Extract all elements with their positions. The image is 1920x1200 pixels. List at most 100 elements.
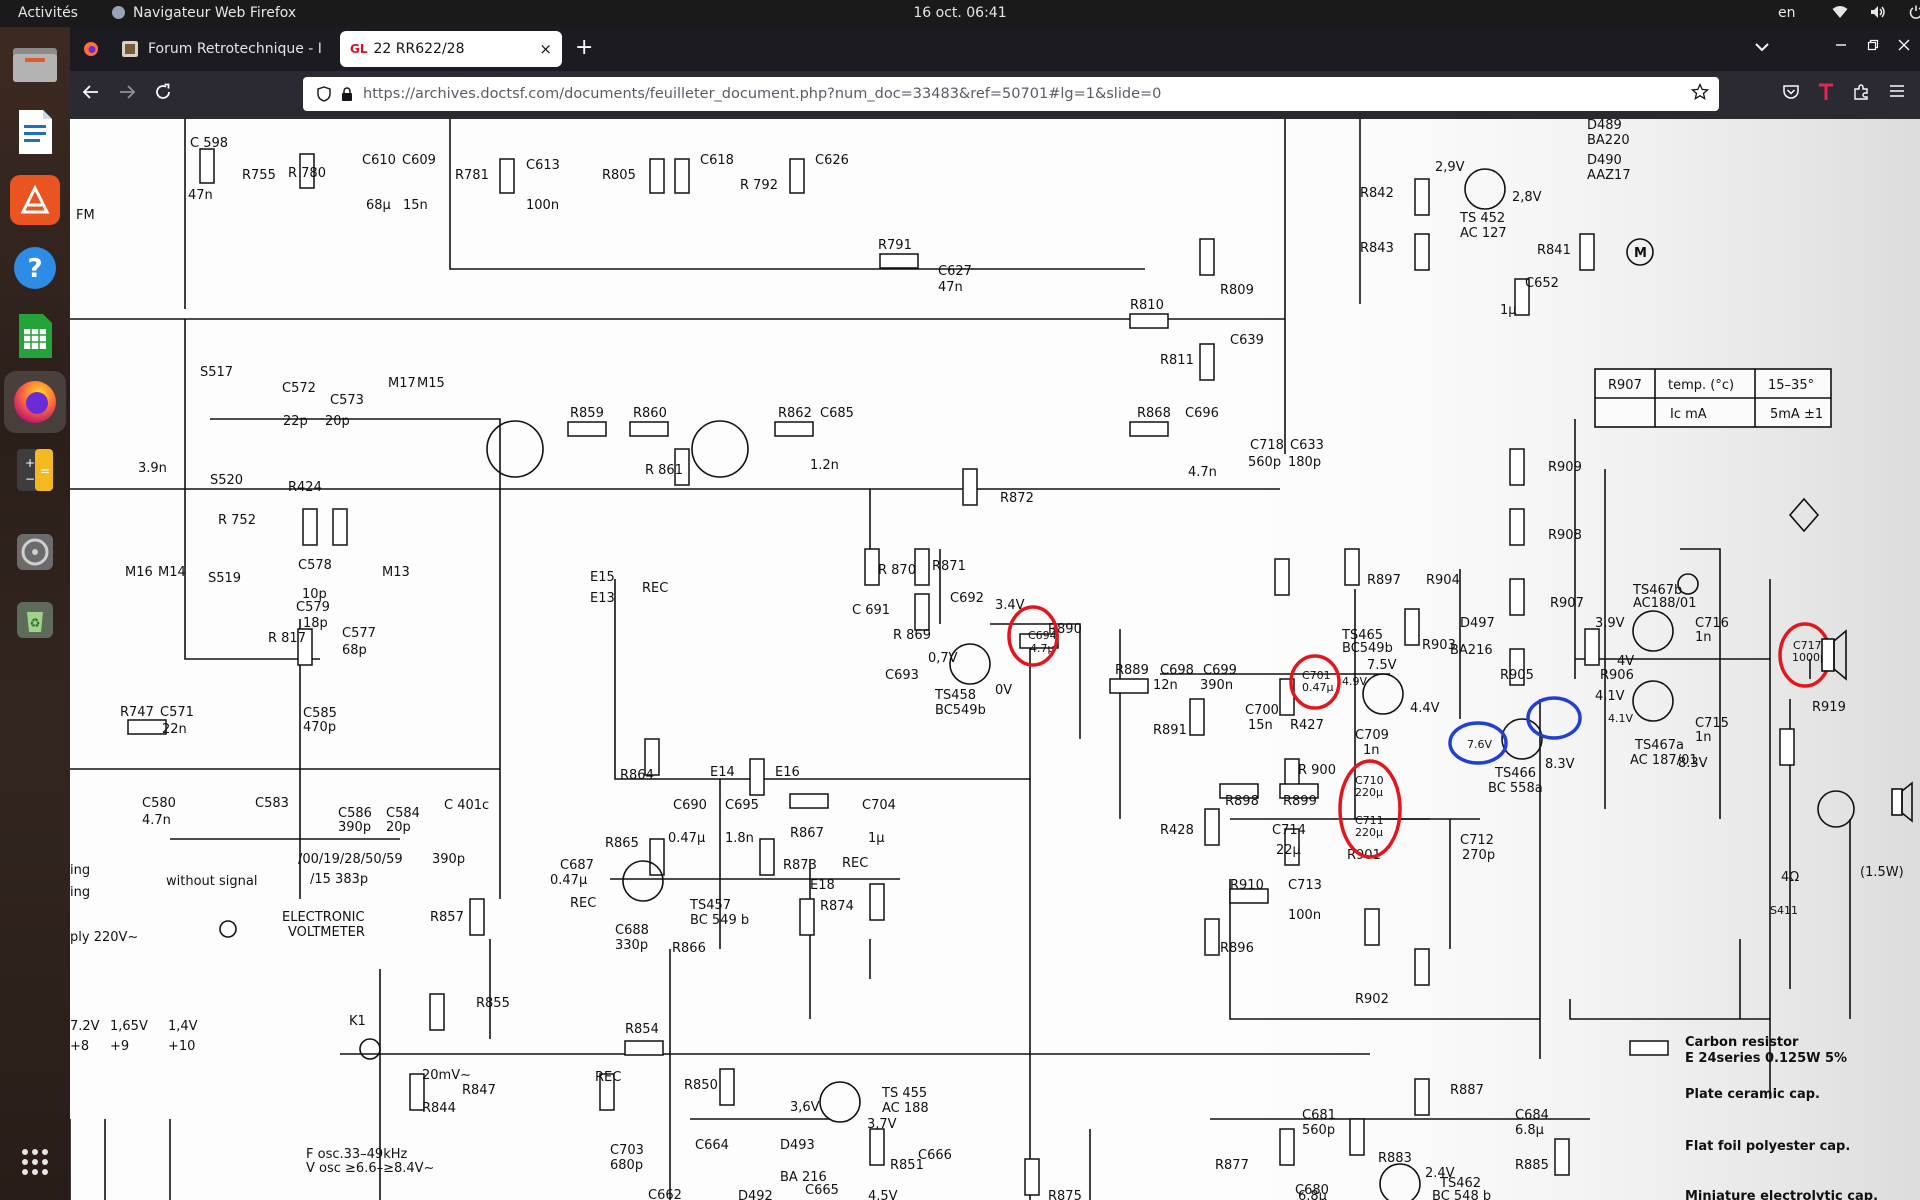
part-label: C685 [820,406,854,421]
part-label: C 691 [852,603,890,618]
value-label: 0.47µ [1302,681,1334,694]
back-arrow-icon[interactable] [82,83,100,107]
table-cell: 15–35° [1768,378,1814,393]
part-label: C584 [386,806,420,821]
clock[interactable]: 16 oct. 06:41 [913,5,1007,21]
table-cell: R907 [1608,378,1642,393]
tab-bar: Forum Retrotechnique - I × GL 22 RR622/2… [70,27,1920,71]
part-label: C687 [560,858,594,873]
part-label: TS 452 [1459,211,1505,226]
firefox-view-button[interactable] [70,31,112,67]
hamburger-menu-icon[interactable] [1888,83,1906,105]
activities-button[interactable]: Activités [18,5,78,21]
part-label: R805 [602,168,636,183]
value-label: 2,9V [1435,160,1465,175]
part-label: R891 [1153,723,1187,738]
part-label: TS466 [1494,766,1536,781]
part-label: C666 [918,1148,952,1163]
rail-label: +8 [70,1039,89,1054]
tab-label: Forum Retrotechnique - I [148,41,322,57]
part-label: AC 188 [882,1101,929,1116]
part-label: M13 [382,565,410,580]
help-icon[interactable]: ? [10,243,60,293]
pocket-icon[interactable] [1782,83,1800,107]
extension-t-icon[interactable] [1818,83,1834,107]
part-label: R906 [1600,668,1634,683]
part-label: C710 [1355,774,1384,787]
tracking-protection-shield-icon[interactable] [317,86,331,102]
value-label: 560p [1302,1123,1335,1138]
disk-icon[interactable] [10,527,60,577]
software-store-icon[interactable] [10,175,60,225]
part-label: E16 [775,765,800,780]
part-label: C698 [1160,663,1194,678]
url-bar[interactable] [303,77,1719,111]
part-label: C713 [1288,878,1322,893]
url-input[interactable] [363,86,1663,102]
motor-icon: M [1634,246,1647,261]
list-all-tabs-chevron-icon[interactable] [1755,38,1769,56]
part-label: C 598 [190,136,228,151]
system-tray[interactable] [1832,0,1920,27]
lock-icon[interactable] [341,86,353,102]
part-label: D492 [738,1189,773,1200]
part-label: R887 [1450,1083,1484,1098]
part-label: C718 [1250,438,1284,453]
voltage-label: 1,65V [110,1019,148,1034]
schematic-image[interactable]: R907 temp. (°c) 15–35° Ic mA 5mA ±1 FM w… [70,119,1920,1200]
calc-icon[interactable] [10,311,60,361]
voltage-label: 7.2V [70,1019,100,1034]
part-label: C627 [938,264,972,279]
part-label: R859 [570,406,604,421]
part-label: C695 [725,798,759,813]
value-label: 4V [1617,654,1634,669]
firefox-icon[interactable] [10,377,60,427]
close-window-icon[interactable] [1898,37,1910,55]
input-language-indicator[interactable]: en [1778,5,1796,21]
value-label: 68p [342,643,367,658]
value-label: 20p [325,414,350,429]
highlight-7v6-ellipse [1448,721,1508,765]
part-label: R 869 [893,628,931,643]
tab-close-icon[interactable]: × [539,40,552,58]
part-label: C579 [296,600,330,615]
diamond-icon [1788,497,1820,533]
show-apps-icon[interactable] [10,1137,60,1187]
extensions-puzzle-icon[interactable] [1852,83,1870,107]
value-label: 470p [303,720,336,735]
dock: ? +−= ♻ [0,27,70,1200]
part-label: R755 [242,168,276,183]
new-tab-button[interactable]: + [575,35,594,60]
bookmark-star-icon[interactable] [1690,82,1710,106]
value-label: 2.4V [1425,1166,1455,1181]
part-label: R868 [1137,406,1171,421]
minimize-icon[interactable] [1835,37,1847,55]
part-label: C699 [1203,663,1237,678]
part-label: C609 [402,153,436,168]
part-label: C690 [673,798,707,813]
highlight-c701-ellipse [1289,654,1341,710]
part-label: C578 [298,558,332,573]
part-label: C652 [1525,276,1559,291]
trash-icon[interactable]: ♻ [10,595,60,645]
part-label: R889 [1115,663,1149,678]
tab-document[interactable]: GL 22 RR622/28 × [340,31,562,67]
writer-icon[interactable] [10,107,60,157]
note-label: ing [70,863,90,878]
value-label: 4.1V [1608,712,1633,725]
part-label: C586 [338,806,372,821]
part-label: C580 [142,796,176,811]
maximize-icon[interactable] [1867,37,1879,55]
document-viewer[interactable]: R907 temp. (°c) 15–35° Ic mA 5mA ±1 FM w… [70,119,1920,1200]
part-label: REC [595,1070,621,1085]
value-label: 4.7µ [1030,642,1055,655]
part-label: TS467b [1632,583,1682,598]
forward-arrow-icon[interactable] [118,83,136,107]
fm-label: FM [76,208,95,223]
app-menu[interactable]: Navigateur Web Firefox [112,0,296,27]
calculator-icon[interactable]: +−= [10,445,60,495]
part-label: C680 [1295,1183,1329,1198]
part-label: TS462 [1439,1176,1481,1191]
files-icon[interactable] [10,39,60,89]
reload-icon[interactable] [154,83,172,107]
